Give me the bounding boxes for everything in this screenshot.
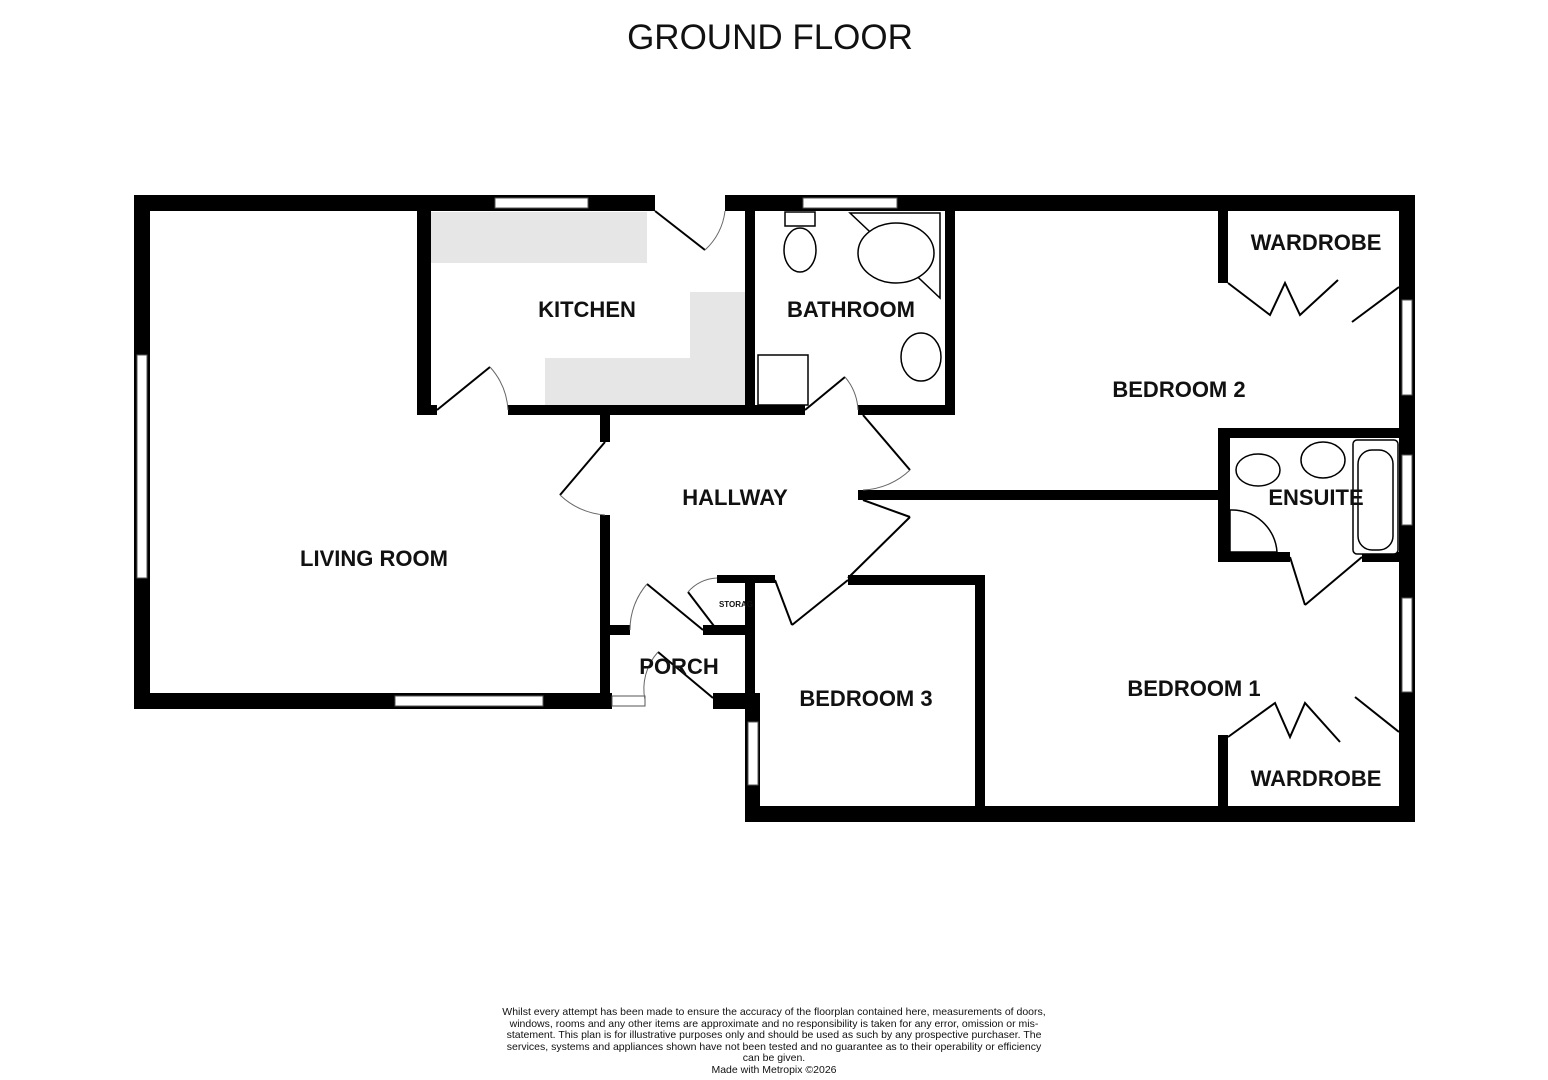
label-porch: PORCH (639, 654, 718, 679)
floor-title: GROUND FLOOR (627, 18, 913, 57)
disclaimer: Whilst every attempt has been made to en… (500, 1006, 1048, 1076)
toilet-icon (783, 227, 817, 273)
label-bedroom-1: BEDROOM 1 (1127, 676, 1260, 701)
room-labels: KITCHEN BATHROOM WARDROBE BEDROOM 2 ENSU… (300, 230, 1381, 791)
disclaimer-text: Whilst every attempt has been made to en… (502, 1006, 1046, 1064)
label-living-room: LIVING ROOM (300, 546, 448, 571)
shower-icon (757, 354, 809, 406)
label-bedroom-2: BEDROOM 2 (1112, 377, 1245, 402)
label-hallway: HALLWAY (682, 485, 788, 510)
label-kitchen: KITCHEN (538, 297, 636, 322)
shower-icon (1229, 509, 1278, 553)
label-wardrobe-bottom: WARDROBE (1251, 766, 1382, 791)
label-bedroom-3: BEDROOM 3 (799, 686, 932, 711)
label-storage: STORAG (719, 600, 753, 609)
fixtures (757, 211, 1399, 555)
label-ensuite: ENSUITE (1268, 485, 1363, 510)
counters (430, 212, 745, 405)
label-wardrobe-top: WARDROBE (1251, 230, 1382, 255)
doors (436, 210, 1400, 743)
sink-icon (900, 332, 942, 382)
sink-icon (1300, 441, 1346, 479)
label-bathroom: BATHROOM (787, 297, 915, 322)
credit-text: Made with Metropix ©2026 (711, 1063, 837, 1076)
toilet-icon (1235, 453, 1281, 487)
windows (136, 197, 1413, 786)
